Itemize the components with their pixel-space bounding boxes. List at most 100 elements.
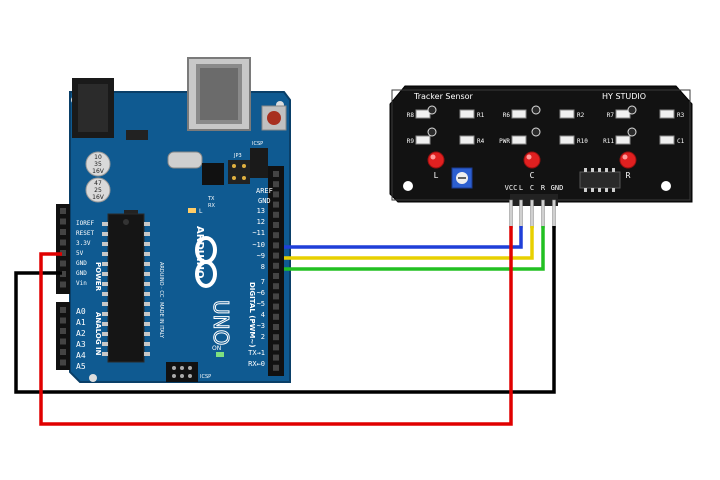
resistor-label: R11 <box>603 138 614 145</box>
analog-header <box>56 302 70 370</box>
header-pin <box>530 199 534 229</box>
potentiometer-icon <box>451 167 473 189</box>
resistor-label: R8 <box>407 112 415 119</box>
chip-pin <box>144 292 150 296</box>
led-label: R <box>626 171 631 180</box>
made-in-italy-label: ARDUINO · CC · MADE IN ITALY <box>158 262 164 339</box>
ir-sensor-pad <box>427 105 437 115</box>
pin-hole <box>273 344 279 351</box>
ir-sensor-pad <box>531 127 541 137</box>
icsp-header-top: ICSP <box>250 141 268 178</box>
pin-hole <box>273 181 279 188</box>
pin-hole <box>60 271 66 277</box>
resistor-label: C1 <box>677 138 685 145</box>
led-l-label: L <box>199 208 203 215</box>
led-tx-label: TX <box>207 196 215 202</box>
atmega-microcontroller <box>107 213 145 363</box>
chip-pin <box>102 262 108 266</box>
digital-pin-label: ~11 <box>252 229 265 237</box>
analog-pin-label: A4 <box>76 351 86 360</box>
wire-green-pin8-to-R <box>284 226 545 271</box>
chip-pin <box>102 292 108 296</box>
digital-pin-label: ~3 <box>257 322 265 330</box>
resistor-label: R9 <box>407 138 415 145</box>
digital-pin-label: ~6 <box>257 289 265 297</box>
pin-hole <box>273 354 279 361</box>
digital-pin-label: 2 <box>261 333 265 341</box>
capacitor-1-line-1: 10 <box>94 154 102 161</box>
power-pin-label: GND <box>76 260 87 267</box>
chip-pin <box>144 352 150 356</box>
chip-pin <box>102 352 108 356</box>
header-pin-label: L <box>519 184 523 192</box>
pin-hole <box>60 260 66 267</box>
arduino-uno-board: 10 35 16V 47 25 16V JP3 ICSP <box>56 57 291 383</box>
digital-pin-label: RX←0 <box>248 360 265 368</box>
chip-pin <box>102 272 108 276</box>
smd-resistor <box>415 135 431 145</box>
pin-hole <box>273 273 279 279</box>
chip-leg <box>605 188 608 192</box>
smd-resistor <box>459 109 475 119</box>
chip-pin <box>102 252 108 256</box>
led-highlight <box>430 154 436 160</box>
led-label: C <box>530 171 535 180</box>
chip-pin <box>102 232 108 236</box>
chip-leg <box>612 168 615 172</box>
sensor-header <box>510 194 558 206</box>
chip-pin <box>144 232 150 236</box>
pin-hole <box>60 208 66 214</box>
smd-resistor <box>459 135 475 145</box>
chip-pin <box>144 282 150 286</box>
power-pin-label: RESET <box>76 230 94 237</box>
digital-pin-label: 13 <box>257 207 265 215</box>
chip-socket-pins <box>102 222 150 356</box>
led-on-label: ON <box>212 345 221 352</box>
analog-pin-label: A2 <box>76 329 86 338</box>
pin-hole <box>60 307 66 313</box>
chip-leg <box>584 188 587 192</box>
power-pin-label: GND <box>76 270 87 277</box>
analog-in-label: ANALOG IN <box>94 312 102 356</box>
wire-black-gnd <box>14 226 556 394</box>
pin-hole <box>60 317 66 324</box>
jp3-header: JP3 <box>228 153 250 184</box>
chip-pin <box>144 322 150 326</box>
icsp-header-bottom: ICSP <box>166 362 211 382</box>
pin-hole <box>60 359 66 366</box>
chip-pin <box>102 302 108 306</box>
power-section-label: POWER <box>94 262 102 292</box>
icsp-top-label: ICSP <box>252 141 263 147</box>
pin-hole <box>273 171 279 177</box>
analog-pin-label: A0 <box>76 307 86 316</box>
pin-hole <box>273 313 279 320</box>
reset-button <box>261 105 287 131</box>
sensor-brand: HY STUDIO <box>602 92 646 101</box>
chip-pin <box>102 322 108 326</box>
pin-hole <box>273 293 279 300</box>
wire-yellow-pin9-to-C <box>284 226 534 260</box>
chip-leg <box>605 168 608 172</box>
smd-resistor <box>511 109 527 119</box>
crystal-oscillator <box>167 151 203 169</box>
pin-hole <box>60 281 66 288</box>
smd-resistor <box>559 135 575 145</box>
indicator-led <box>523 151 541 169</box>
pin-hole <box>273 252 279 259</box>
led-l <box>188 208 196 213</box>
chip-leg <box>598 188 601 192</box>
resistor-label: R2 <box>577 112 585 119</box>
power-pin-label: IOREF <box>76 220 94 227</box>
pin-hole <box>273 232 279 239</box>
resistor-label: R7 <box>607 112 615 119</box>
digital-pin-holes <box>273 171 279 371</box>
resistor-label: PWR <box>499 138 510 145</box>
arduino-brand-label: ARDUINO <box>194 226 205 278</box>
analog-pin-label: A3 <box>76 340 86 349</box>
resistor-label: R6 <box>503 112 511 119</box>
pin-hole <box>60 328 66 334</box>
